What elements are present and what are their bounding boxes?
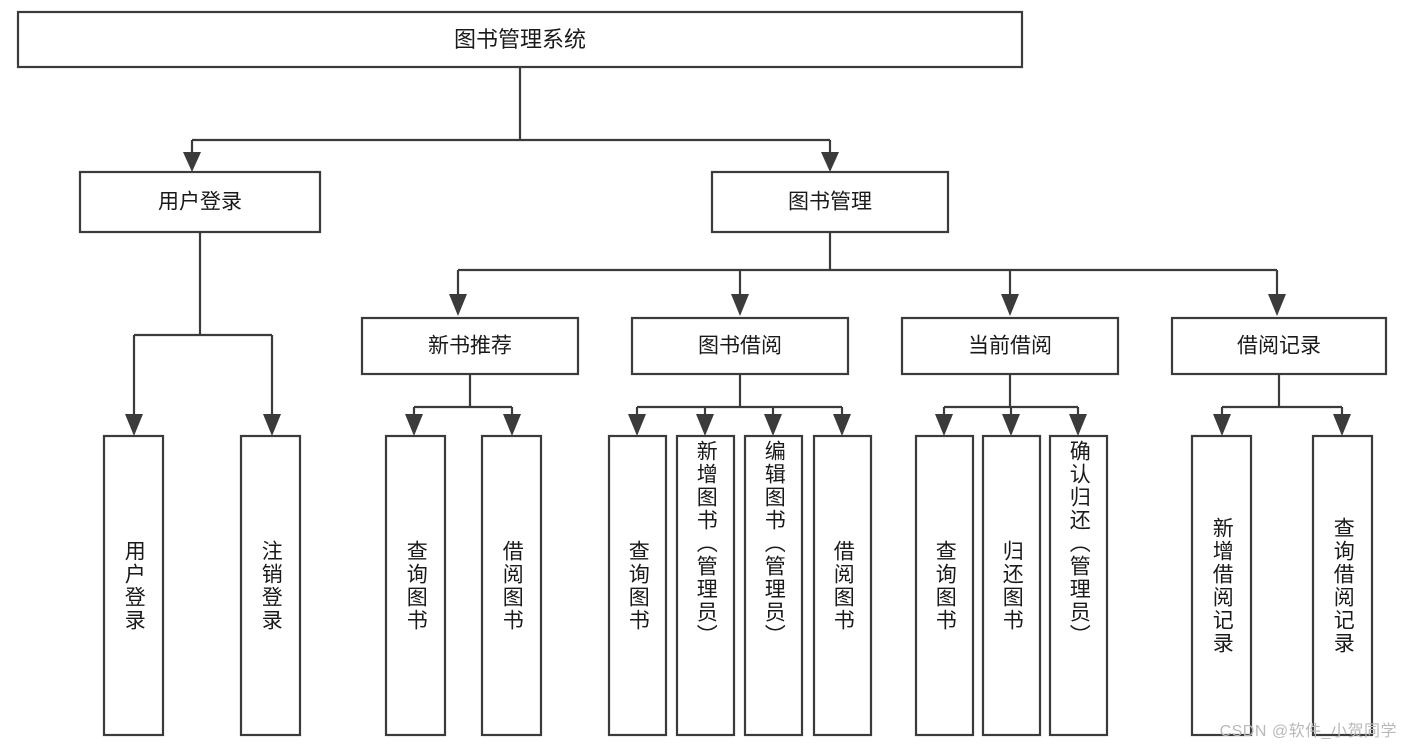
node-book-management[interactable] <box>710 170 950 234</box>
leaf-box-borrow-record-0[interactable] <box>1190 434 1253 737</box>
leaf-box-borrow-record-1[interactable] <box>1311 434 1374 737</box>
leaf-box-new-book-1[interactable] <box>480 434 543 737</box>
leaf-box-user-login-1[interactable] <box>239 434 302 737</box>
arrowhead-user-login-child-0 <box>125 414 143 436</box>
arrowhead-borrow-record-child-1 <box>1333 414 1351 436</box>
arrowhead-current-borrow-child-0 <box>935 414 953 436</box>
arrowhead-current-borrow <box>1001 294 1019 316</box>
arrowhead-user-login-child-1 <box>263 414 281 436</box>
node-borrow-record-label: 借阅记录 <box>1237 335 1321 358</box>
node-root[interactable] <box>16 10 1024 69</box>
node-book-borrow-label: 图书借阅 <box>698 335 782 358</box>
arrowhead-book-borrow-child-2 <box>764 414 782 436</box>
arrowhead-new-book-child-1 <box>503 414 521 436</box>
arrowhead-user-login <box>183 152 201 172</box>
leaf-box-new-book-0[interactable] <box>384 434 447 737</box>
node-book-management-label: 图书管理 <box>788 191 872 214</box>
arrowhead-new-book-recommend <box>449 294 467 316</box>
leaf-box-current-borrow-1[interactable] <box>981 434 1042 737</box>
node-user-login-label: 用户登录 <box>158 191 242 214</box>
csdn-watermark: CSDN @软件_小贺同学 <box>1219 723 1397 740</box>
node-book-borrow[interactable] <box>630 316 850 376</box>
arrowhead-new-book-child-0 <box>405 414 423 436</box>
node-current-borrow[interactable] <box>900 316 1120 376</box>
arrowhead-current-borrow-child-1 <box>1002 414 1020 436</box>
arrowhead-book-mgmt <box>821 152 839 172</box>
leaf-box-book-borrow-0[interactable] <box>607 434 668 737</box>
node-new-book-recommend[interactable] <box>360 316 580 376</box>
arrowhead-book-borrow-child-3 <box>833 414 851 436</box>
leaf-box-book-borrow-1[interactable] <box>675 434 736 737</box>
arrowhead-current-borrow-child-2 <box>1069 414 1087 436</box>
arrowhead-book-borrow <box>731 294 749 316</box>
arrowhead-borrow-record <box>1268 294 1286 316</box>
node-current-borrow-label: 当前借阅 <box>968 335 1052 358</box>
leaf-box-user-login-0[interactable] <box>102 434 165 737</box>
node-user-login[interactable] <box>78 170 322 234</box>
connector-layer <box>125 67 1351 436</box>
arrowhead-borrow-record-child-0 <box>1213 414 1231 436</box>
arrowhead-book-borrow-child-1 <box>696 414 714 436</box>
leaf-box-current-borrow-0[interactable] <box>914 434 975 737</box>
leaf-box-current-borrow-2[interactable] <box>1048 434 1109 737</box>
leaf-box-book-borrow-3[interactable] <box>812 434 873 737</box>
arrowhead-book-borrow-child-0 <box>628 414 646 436</box>
node-root-label: 图书管理系统 <box>454 27 586 52</box>
leaf-box-book-borrow-2[interactable] <box>743 434 804 737</box>
node-new-book-recommend-label: 新书推荐 <box>428 335 512 358</box>
node-borrow-record[interactable] <box>1170 316 1388 376</box>
